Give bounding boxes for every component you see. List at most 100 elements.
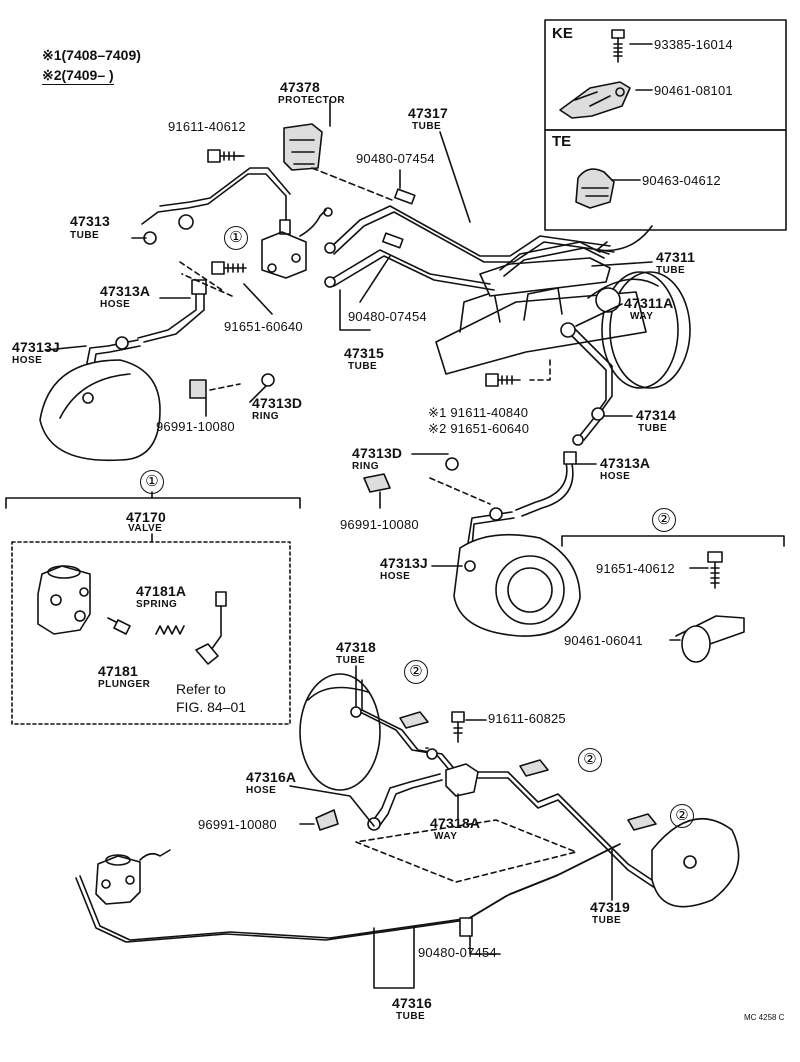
label-91611-60825: 91611-60825 bbox=[488, 711, 566, 726]
label-47313J-left: 47313J bbox=[12, 339, 60, 355]
clip-icon bbox=[189, 379, 207, 399]
sub-47314: TUBE bbox=[638, 423, 668, 434]
protector-icon bbox=[283, 123, 323, 171]
clip-icon bbox=[519, 759, 549, 777]
sub-47318A: WAY bbox=[434, 831, 458, 842]
section1-bracket bbox=[5, 497, 301, 509]
sleeve-icon bbox=[459, 917, 473, 937]
label-47181A: 47181A bbox=[136, 583, 187, 599]
bolt-icon bbox=[485, 373, 521, 387]
sleeve-icon bbox=[394, 188, 416, 205]
ke-bolt-icon bbox=[611, 29, 625, 63]
label-47316A: 47316A bbox=[246, 769, 297, 785]
sub-47313J-right: HOSE bbox=[380, 571, 411, 582]
figure-code: MC 4258 C bbox=[744, 1013, 785, 1022]
te-clip-icon bbox=[575, 168, 615, 209]
sub-47181A: SPRING bbox=[136, 599, 178, 610]
brake-booster-icon bbox=[587, 271, 691, 389]
label-47313A-right: 47313A bbox=[600, 455, 651, 471]
sub-47311: TUBE bbox=[656, 265, 686, 276]
clamp-icon bbox=[675, 615, 745, 663]
label-47318: 47318 bbox=[336, 639, 376, 655]
sleeve-icon bbox=[382, 232, 404, 249]
callout-2-c: ② bbox=[670, 804, 694, 828]
sub-47319: TUBE bbox=[592, 915, 622, 926]
sub-47316A: HOSE bbox=[246, 785, 277, 796]
way-icon bbox=[560, 322, 576, 338]
sub-47170: VALVE bbox=[128, 523, 163, 534]
te-part-1: 90463-04612 bbox=[642, 173, 721, 188]
ke-clamp-icon bbox=[559, 81, 631, 119]
label-47318A: 47318A bbox=[430, 815, 481, 831]
callout-2-section: ② bbox=[652, 508, 676, 532]
legend-line-1: ※1(7408–7409) bbox=[42, 47, 141, 63]
sub-47318: TUBE bbox=[336, 655, 366, 666]
label-47316: 47316 bbox=[392, 995, 432, 1011]
sub-47313A-right: HOSE bbox=[600, 471, 631, 482]
label-47317: 47317 bbox=[408, 105, 448, 121]
label-47313D-left: 47313D bbox=[252, 395, 303, 411]
sub-47313A-left: HOSE bbox=[100, 299, 131, 310]
section1-frame bbox=[11, 541, 291, 725]
drum-brake-right-icon bbox=[453, 533, 581, 637]
label-90461-06041: 90461-06041 bbox=[564, 633, 643, 648]
plunger-icon bbox=[107, 617, 131, 635]
sub-47313D-right: RING bbox=[352, 461, 379, 472]
label-96991-c: 96991-10080 bbox=[198, 817, 277, 832]
drum-brake-rear-right-icon bbox=[651, 817, 740, 908]
ring-icon bbox=[445, 457, 459, 471]
label-47313: 47313 bbox=[70, 213, 110, 229]
clip-icon bbox=[363, 473, 391, 493]
label-91611-40612: 91611-40612 bbox=[168, 119, 246, 134]
refer-line-1: Refer to bbox=[176, 681, 226, 697]
callout-2-b: ② bbox=[578, 748, 602, 772]
master-cylinder-icon bbox=[435, 257, 647, 375]
sub-47313D-left: RING bbox=[252, 411, 279, 422]
label-47313J-right: 47313J bbox=[380, 555, 428, 571]
label-96991-b: 96991-10080 bbox=[340, 517, 419, 532]
spring-icon bbox=[155, 625, 185, 635]
label-90480-b: 90480-07454 bbox=[348, 309, 427, 324]
callout-1-top: ① bbox=[224, 226, 248, 250]
hose-fitting-icon bbox=[563, 451, 577, 465]
label-91611-40840: ※1 91611-40840 bbox=[428, 405, 529, 420]
refer-line-2: FIG. 84–01 bbox=[176, 699, 247, 715]
clip-icon bbox=[399, 711, 429, 729]
te-box-frame bbox=[544, 129, 787, 231]
label-96991-a: 96991-10080 bbox=[156, 419, 235, 434]
fitting-icon bbox=[143, 214, 194, 245]
booster-rear-icon bbox=[299, 673, 381, 791]
te-tag: TE bbox=[552, 133, 572, 150]
sub-47316: TUBE bbox=[396, 1011, 426, 1022]
ke-part-2: 90461-08101 bbox=[654, 83, 733, 98]
sub-47378: PROTECTOR bbox=[278, 95, 346, 106]
label-47313A-left: 47313A bbox=[100, 283, 151, 299]
label-47311A: 47311A bbox=[624, 295, 674, 311]
bolt-icon bbox=[211, 261, 247, 275]
label-47311: 47311 bbox=[656, 249, 696, 265]
valve-body-icon bbox=[37, 565, 91, 635]
valve-top-icon bbox=[261, 195, 333, 279]
label-47181: 47181 bbox=[98, 663, 138, 679]
label-47313D-right: 47313D bbox=[352, 445, 403, 461]
legend-line-2: ※2(7409– ) bbox=[42, 67, 114, 85]
sub-47313J-left: HOSE bbox=[12, 355, 43, 366]
callout-1-section: ① bbox=[140, 470, 164, 494]
label-91651-40612: 91651-40612 bbox=[596, 561, 675, 576]
label-47378: 47378 bbox=[280, 79, 320, 95]
bolt-icon bbox=[451, 711, 465, 743]
callout-2-a: ② bbox=[404, 660, 428, 684]
sub-47311A: WAY bbox=[630, 311, 654, 322]
section2-bracket bbox=[561, 535, 785, 547]
ring-icon bbox=[261, 373, 275, 387]
label-91651-60640: 91651-60640 bbox=[224, 319, 303, 334]
clip-icon bbox=[627, 813, 657, 831]
label-47319: 47319 bbox=[590, 899, 630, 915]
label-47315: 47315 bbox=[344, 345, 384, 361]
ke-part-1: 93385-16014 bbox=[654, 37, 733, 52]
ke-tag: KE bbox=[552, 25, 573, 42]
sensor-icon bbox=[195, 591, 227, 665]
sub-47315: TUBE bbox=[348, 361, 378, 372]
label-47170: 47170 bbox=[126, 509, 166, 525]
